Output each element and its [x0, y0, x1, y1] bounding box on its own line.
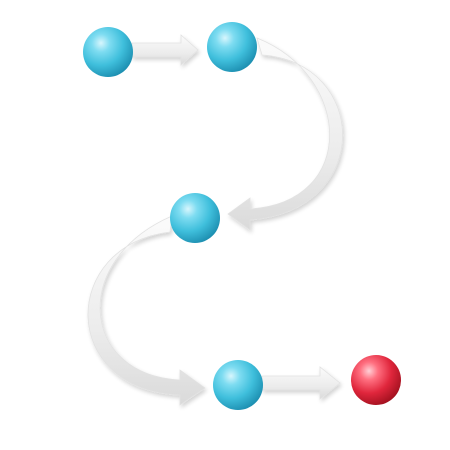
- arrow-curve: [227, 37, 344, 231]
- node-4: [213, 360, 263, 410]
- arrow-shaft: [261, 366, 341, 400]
- arrow-curve: [87, 215, 206, 406]
- arrow-shaft: [131, 34, 199, 66]
- node-2: [207, 22, 257, 72]
- node-1: [83, 27, 133, 77]
- arrow-4-to-5: [261, 366, 341, 400]
- arrow-3-to-4: [87, 215, 206, 406]
- arrow-2-to-3: [227, 37, 344, 231]
- node-3: [170, 193, 220, 243]
- node-5-goal: [351, 355, 401, 405]
- arrow-1-to-2: [131, 34, 199, 66]
